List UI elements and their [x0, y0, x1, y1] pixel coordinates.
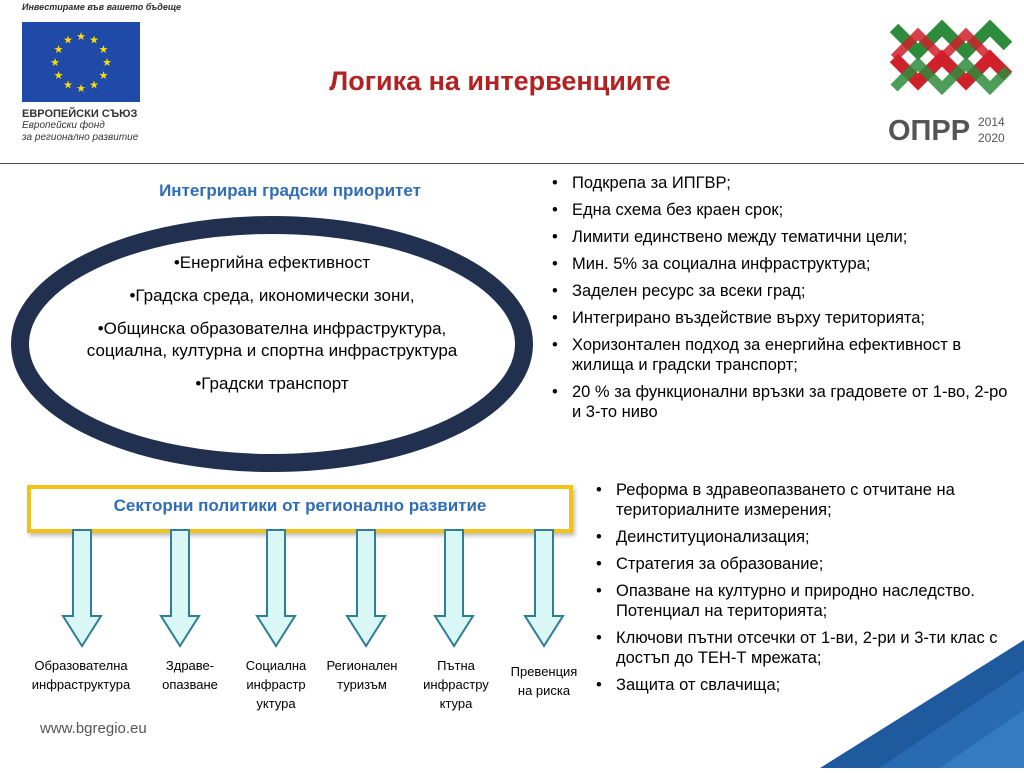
list-item: Ключови пътни отсечки от 1-ви, 2-ри и 3-…	[590, 628, 1010, 668]
priority-item: •Енергийна ефективност	[173, 253, 371, 272]
list-item: Стратегия за образование;	[590, 554, 1010, 574]
list-item: Защита от свлачища;	[590, 675, 1010, 695]
eu-star-icon: ★	[102, 57, 112, 69]
arrow-down-icon	[345, 529, 387, 648]
integrated-conditions-list: Подкрепа за ИПГВР; Една схема без краен …	[546, 173, 1016, 429]
arrow-down-icon	[433, 529, 475, 648]
sector-label-roads: Пътна инфрастру ктура	[423, 658, 489, 711]
eu-star-icon: ★	[99, 44, 109, 56]
eu-star-icon: ★	[89, 80, 99, 92]
priority-item: •Общинска образователна инфраструктура, …	[86, 319, 458, 360]
list-item: Мин. 5% за социална инфраструктура;	[546, 254, 1016, 274]
oprr-ribbon-icon	[889, 19, 1013, 96]
arrow-down-icon	[159, 529, 201, 648]
arrow-down-icon	[61, 529, 103, 648]
list-item: Една схема без краен срок;	[546, 200, 1016, 220]
eu-star-icon: ★	[54, 70, 64, 82]
oprr-logo: ОПРР 2014 2020	[888, 14, 1014, 154]
eu-label: ЕВРОПЕЙСКИ СЪЮЗ Европейски фонд за регио…	[22, 108, 152, 144]
oprr-year-bottom: 2020	[978, 131, 1005, 145]
sector-policies-box	[27, 485, 573, 533]
sector-measures-list: Реформа в здравеопазването с отчитане на…	[590, 480, 1010, 702]
page-title: Логика на интервенциите	[329, 66, 671, 96]
eu-slogan: Инвестираме във вашето бъдеще	[22, 2, 182, 12]
priority-title: Интегриран градски приоритет	[159, 181, 421, 200]
eu-star-icon: ★	[99, 70, 109, 82]
eu-label-line1: ЕВРОПЕЙСКИ СЪЮЗ	[22, 108, 138, 120]
sector-label-social: Социална инфрастр уктура	[245, 658, 307, 711]
list-item: Подкрепа за ИПГВР;	[546, 173, 1016, 193]
sector-label-tourism: Регионален туризъм	[326, 658, 398, 692]
list-item: Хоризонтален подход за енергийна ефектив…	[546, 335, 1016, 375]
eu-star-icon: ★	[50, 57, 60, 69]
corner-decoration	[820, 640, 1024, 768]
list-item: Опазване на културно и природно наследст…	[590, 581, 1010, 621]
list-item: Реформа в здравеопазването с отчитане на…	[590, 480, 1010, 520]
eu-star-icon: ★	[76, 83, 86, 95]
eu-star-icon: ★	[54, 44, 64, 56]
sector-label-risk: Превенция на риска	[510, 664, 578, 698]
header-divider	[0, 163, 1024, 164]
arrow-down-icon	[523, 529, 565, 648]
eu-label-line2: Европейски фонд	[22, 120, 105, 131]
list-item: 20 % за функционални връзки за градовете…	[546, 382, 1016, 422]
footer-url[interactable]: www.bgregio.eu	[40, 720, 147, 737]
priority-item: •Градска среда, икономически зони,	[129, 286, 415, 305]
eu-star-icon: ★	[63, 35, 73, 47]
list-item: Деинституционализация;	[590, 527, 1010, 547]
list-item: Интегрирано въздействие върху територият…	[546, 308, 1016, 328]
priority-item: •Градски транспорт	[195, 374, 349, 393]
sector-label-health: Здраве- опазване	[162, 658, 218, 692]
sector-arrows	[0, 528, 600, 652]
priority-items: •Енергийна ефективност •Градска среда, и…	[70, 252, 474, 406]
sector-policies-title: Секторни политики от регионално развитие	[113, 496, 487, 515]
arrow-down-icon	[255, 529, 297, 648]
eu-star-icon: ★	[89, 35, 99, 47]
oprr-logo-text: ОПРР	[888, 115, 970, 147]
eu-star-icon: ★	[76, 31, 86, 43]
priority-ellipse	[6, 213, 538, 475]
eu-label-line3: за регионално развитие	[22, 132, 139, 143]
list-item: Заделен ресурс за всеки град;	[546, 281, 1016, 301]
sector-label-education: Образователна инфраструктура	[31, 658, 131, 692]
oprr-year-top: 2014	[978, 115, 1005, 129]
eu-star-icon: ★	[63, 80, 73, 92]
eu-flag-icon: ★★★★★★★★★★★★	[22, 22, 140, 102]
list-item: Лимити единствено между тематични цели;	[546, 227, 1016, 247]
